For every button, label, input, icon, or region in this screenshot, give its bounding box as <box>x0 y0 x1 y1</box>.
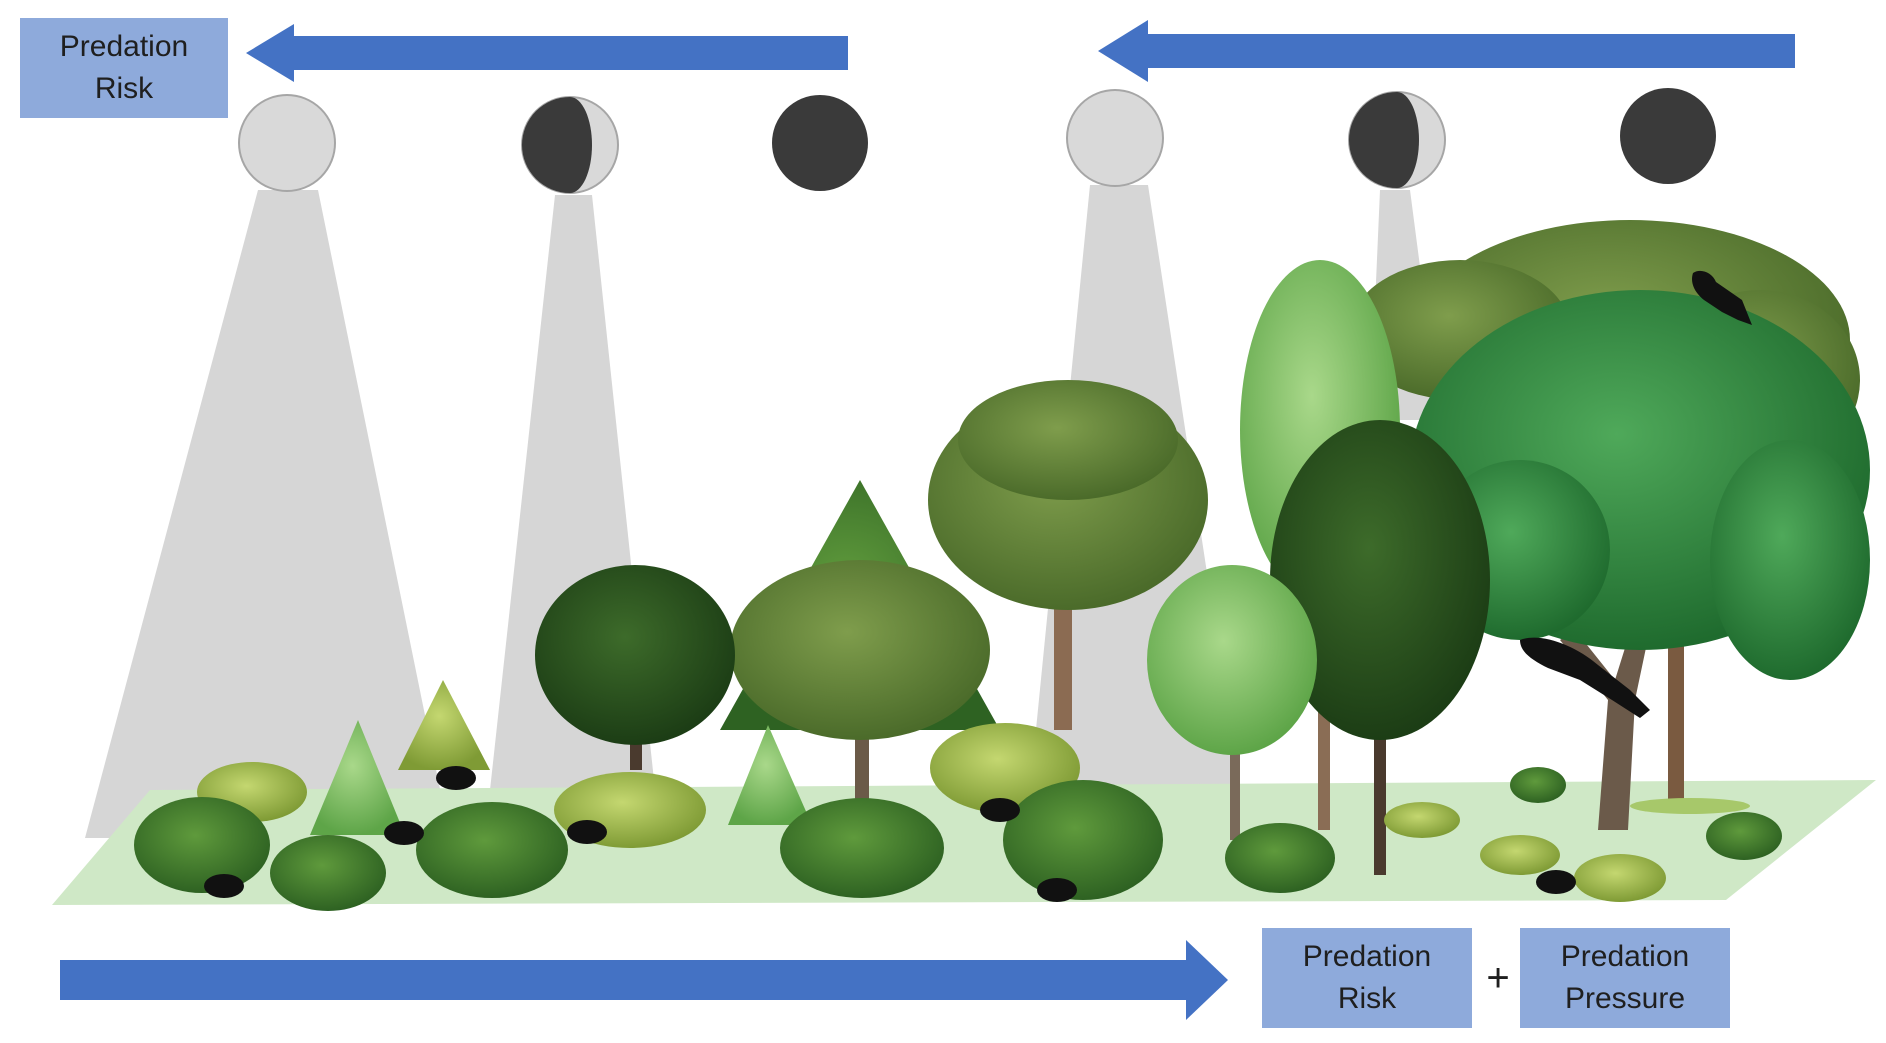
round-shrub <box>1384 802 1460 838</box>
grass-patch <box>1630 798 1750 814</box>
tree-dark-round <box>535 565 735 770</box>
round-shrub <box>1574 854 1666 902</box>
rodent-icon <box>1037 878 1077 902</box>
predation-risk-label-top: Predation Risk <box>20 18 228 118</box>
bottom-arrow <box>60 940 1228 1020</box>
tree-pine-stone <box>928 380 1208 730</box>
label-line-2: Pressure <box>1564 982 1686 1015</box>
shrubs <box>134 680 1782 911</box>
rodent-icon <box>1536 870 1576 894</box>
round-shrub <box>416 802 568 898</box>
cypress-shrub <box>310 720 405 835</box>
plus-sign: + <box>1486 956 1510 1000</box>
predation-risk-label-bottom: Predation Risk <box>1262 928 1472 1028</box>
rodent-icon <box>567 820 607 844</box>
top-right-arrow <box>1098 20 1795 82</box>
full-moon-icon <box>238 94 336 192</box>
label-line-2: Risk <box>1337 982 1397 1015</box>
label-line-1: Predation <box>1302 940 1432 973</box>
half-moon-icon <box>521 96 619 194</box>
top-left-arrow <box>246 24 848 82</box>
round-shrub <box>1480 835 1560 875</box>
moonlight-cone-full-left <box>85 190 450 838</box>
moon-row-left <box>238 94 868 194</box>
marten-silhouette-icon <box>1520 637 1650 718</box>
moon-row-right <box>1066 88 1716 189</box>
round-shrub <box>134 797 270 893</box>
round-shrub <box>270 835 386 911</box>
label-line-1: Predation <box>1560 940 1690 973</box>
half-moon-icon <box>1348 91 1446 189</box>
rodent-icon <box>436 766 476 790</box>
predation-pressure-label: Predation Pressure <box>1520 928 1730 1028</box>
label-line-1: Predation <box>59 30 189 63</box>
tree-magnolia <box>1270 420 1490 875</box>
round-shrub <box>780 798 944 898</box>
rodent-icon <box>204 874 244 898</box>
cypress-shrub <box>728 725 812 825</box>
label-line-2: Risk <box>94 72 154 105</box>
owl-silhouette-icon <box>1692 270 1752 325</box>
round-shrub <box>1706 812 1782 860</box>
tree-bright-small <box>1147 565 1317 840</box>
round-shrub <box>1225 823 1335 893</box>
new-moon-icon <box>1620 88 1716 184</box>
new-moon-icon <box>772 95 868 191</box>
rodent-icon <box>980 798 1020 822</box>
rodent-silhouettes <box>204 766 1576 902</box>
rodent-icon <box>384 821 424 845</box>
full-moon-icon <box>1066 89 1164 187</box>
round-shrub <box>1003 780 1163 900</box>
round-shrub <box>1510 767 1566 803</box>
tree-fir <box>720 480 1000 800</box>
cypress-shrub <box>398 680 490 770</box>
